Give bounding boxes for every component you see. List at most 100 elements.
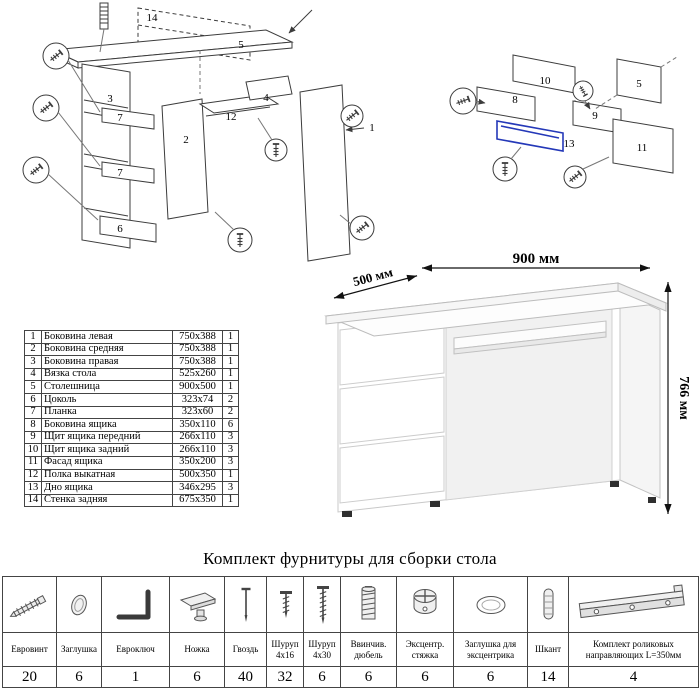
part-qty: 3 bbox=[222, 455, 239, 470]
part-label-5: 5 bbox=[636, 78, 642, 90]
hardware-qty: 6 bbox=[169, 666, 225, 688]
cam-lock-icon bbox=[413, 588, 436, 614]
part-label-2: 2 bbox=[183, 134, 189, 146]
part-label-13: 13 bbox=[564, 138, 576, 150]
part-label-11: 11 bbox=[637, 142, 648, 154]
fastener-callout bbox=[340, 104, 364, 128]
part-label-4: 4 bbox=[263, 92, 269, 104]
hardware-names-row: Евровинт Заглушка Евроключ Ножка Гвоздь … bbox=[2, 632, 699, 667]
part-qty: 1 bbox=[222, 330, 239, 344]
middle-side-panel bbox=[161, 98, 209, 220]
hardware-icon-cell bbox=[169, 576, 225, 633]
hardware-name: Шкант bbox=[527, 632, 569, 667]
part-size: 266x110 bbox=[172, 443, 223, 457]
hardware-qty: 6 bbox=[303, 666, 341, 688]
right-side-panel bbox=[299, 84, 351, 262]
part-label-14: 14 bbox=[147, 12, 159, 24]
part-qty: 3 bbox=[222, 481, 239, 495]
part-qty: 6 bbox=[222, 418, 239, 432]
part-num: 12 bbox=[24, 468, 42, 483]
part-label-1: 1 bbox=[369, 122, 375, 134]
part-qty: 1 bbox=[222, 493, 239, 508]
hardware-table: Евровинт Заглушка Евроключ Ножка Гвоздь … bbox=[2, 576, 699, 688]
fastener-callout bbox=[32, 94, 101, 167]
part-name: Вязка стола bbox=[41, 367, 173, 382]
part-num: 1 bbox=[24, 330, 42, 344]
part-label-9: 9 bbox=[592, 110, 598, 122]
dimension-width: 900 мм bbox=[422, 252, 650, 272]
hardware-name: Шуруп 4x16 bbox=[266, 632, 304, 667]
part-name: Щит ящика задний bbox=[41, 443, 173, 457]
part-qty: 3 bbox=[222, 430, 239, 445]
part-label-3: 3 bbox=[107, 93, 113, 105]
part-size: 750x388 bbox=[172, 342, 223, 357]
part-label-7b: 7 bbox=[117, 167, 123, 179]
part-name: Боковина правая bbox=[41, 355, 173, 369]
dimension-depth: 500 мм bbox=[333, 264, 418, 299]
part-num: 11 bbox=[24, 455, 42, 470]
hardware-icon-cell bbox=[2, 576, 57, 633]
part-num: 2 bbox=[24, 342, 42, 357]
leg-icon bbox=[179, 591, 216, 621]
drawer-facade-panel bbox=[612, 118, 674, 174]
part-num: 5 bbox=[24, 380, 42, 394]
part-label-7a: 7 bbox=[117, 112, 123, 124]
hardware-name: Шуруп 4x30 bbox=[303, 632, 341, 667]
screw-short-icon bbox=[279, 590, 292, 618]
part-label-10: 10 bbox=[540, 75, 552, 87]
part-num: 6 bbox=[24, 392, 42, 407]
keyboard-shelf-panel bbox=[198, 94, 280, 117]
hardware-qty: 14 bbox=[527, 666, 569, 688]
hardware-qty: 6 bbox=[56, 666, 102, 688]
hardware-name: Заглушка bbox=[56, 632, 102, 667]
part-name: Фасад ящика bbox=[41, 455, 173, 470]
hardware-icons-row bbox=[2, 576, 699, 633]
drawer-side-panel bbox=[476, 86, 536, 122]
hardware-qty: 32 bbox=[266, 666, 304, 688]
hardware-qty: 6 bbox=[453, 666, 528, 688]
drawer-bottom-panel bbox=[496, 120, 564, 152]
hardware-icon-cell bbox=[453, 576, 528, 633]
fastener-callout bbox=[214, 211, 253, 253]
fastener-callout bbox=[22, 156, 99, 221]
cam-cap-icon bbox=[476, 595, 505, 614]
part-size: 500x350 bbox=[172, 468, 223, 483]
part-name: Цоколь bbox=[41, 392, 173, 407]
dimension-height: 766 мм bbox=[664, 282, 691, 514]
plank-panel bbox=[101, 161, 155, 184]
part-size: 266x110 bbox=[172, 430, 223, 445]
fastener-callout bbox=[563, 156, 610, 189]
part-name: Столешница bbox=[41, 380, 173, 394]
part-size: 323x74 bbox=[172, 392, 223, 407]
part-size: 525x260 bbox=[172, 367, 223, 382]
part-name: Дно ящика bbox=[41, 481, 173, 495]
part-num: 4 bbox=[24, 367, 42, 382]
part-qty: 1 bbox=[222, 468, 239, 483]
dimension-depth-label: 500 мм bbox=[351, 264, 394, 289]
hardware-icon-cell bbox=[340, 576, 397, 633]
keyboard-tray bbox=[453, 320, 607, 355]
drawer-front-2 bbox=[339, 376, 445, 445]
drawer-back-panel bbox=[512, 54, 576, 94]
exploded-drawer-diagram: 10 5 8 9 13 11 bbox=[449, 54, 678, 189]
drawer-top-right-panel bbox=[616, 58, 662, 104]
part-label-8: 8 bbox=[512, 94, 518, 106]
hardware-qty: 6 bbox=[340, 666, 397, 688]
hardware-qty: 40 bbox=[224, 666, 267, 688]
hex-key-icon bbox=[116, 589, 150, 619]
dimension-height-label: 766 мм bbox=[676, 376, 691, 420]
fastener-callout bbox=[572, 80, 594, 110]
part-label-6: 6 bbox=[117, 223, 123, 235]
part-size: 900x500 bbox=[172, 380, 223, 394]
part-num: 13 bbox=[24, 481, 42, 495]
desk-right-side bbox=[619, 291, 661, 499]
